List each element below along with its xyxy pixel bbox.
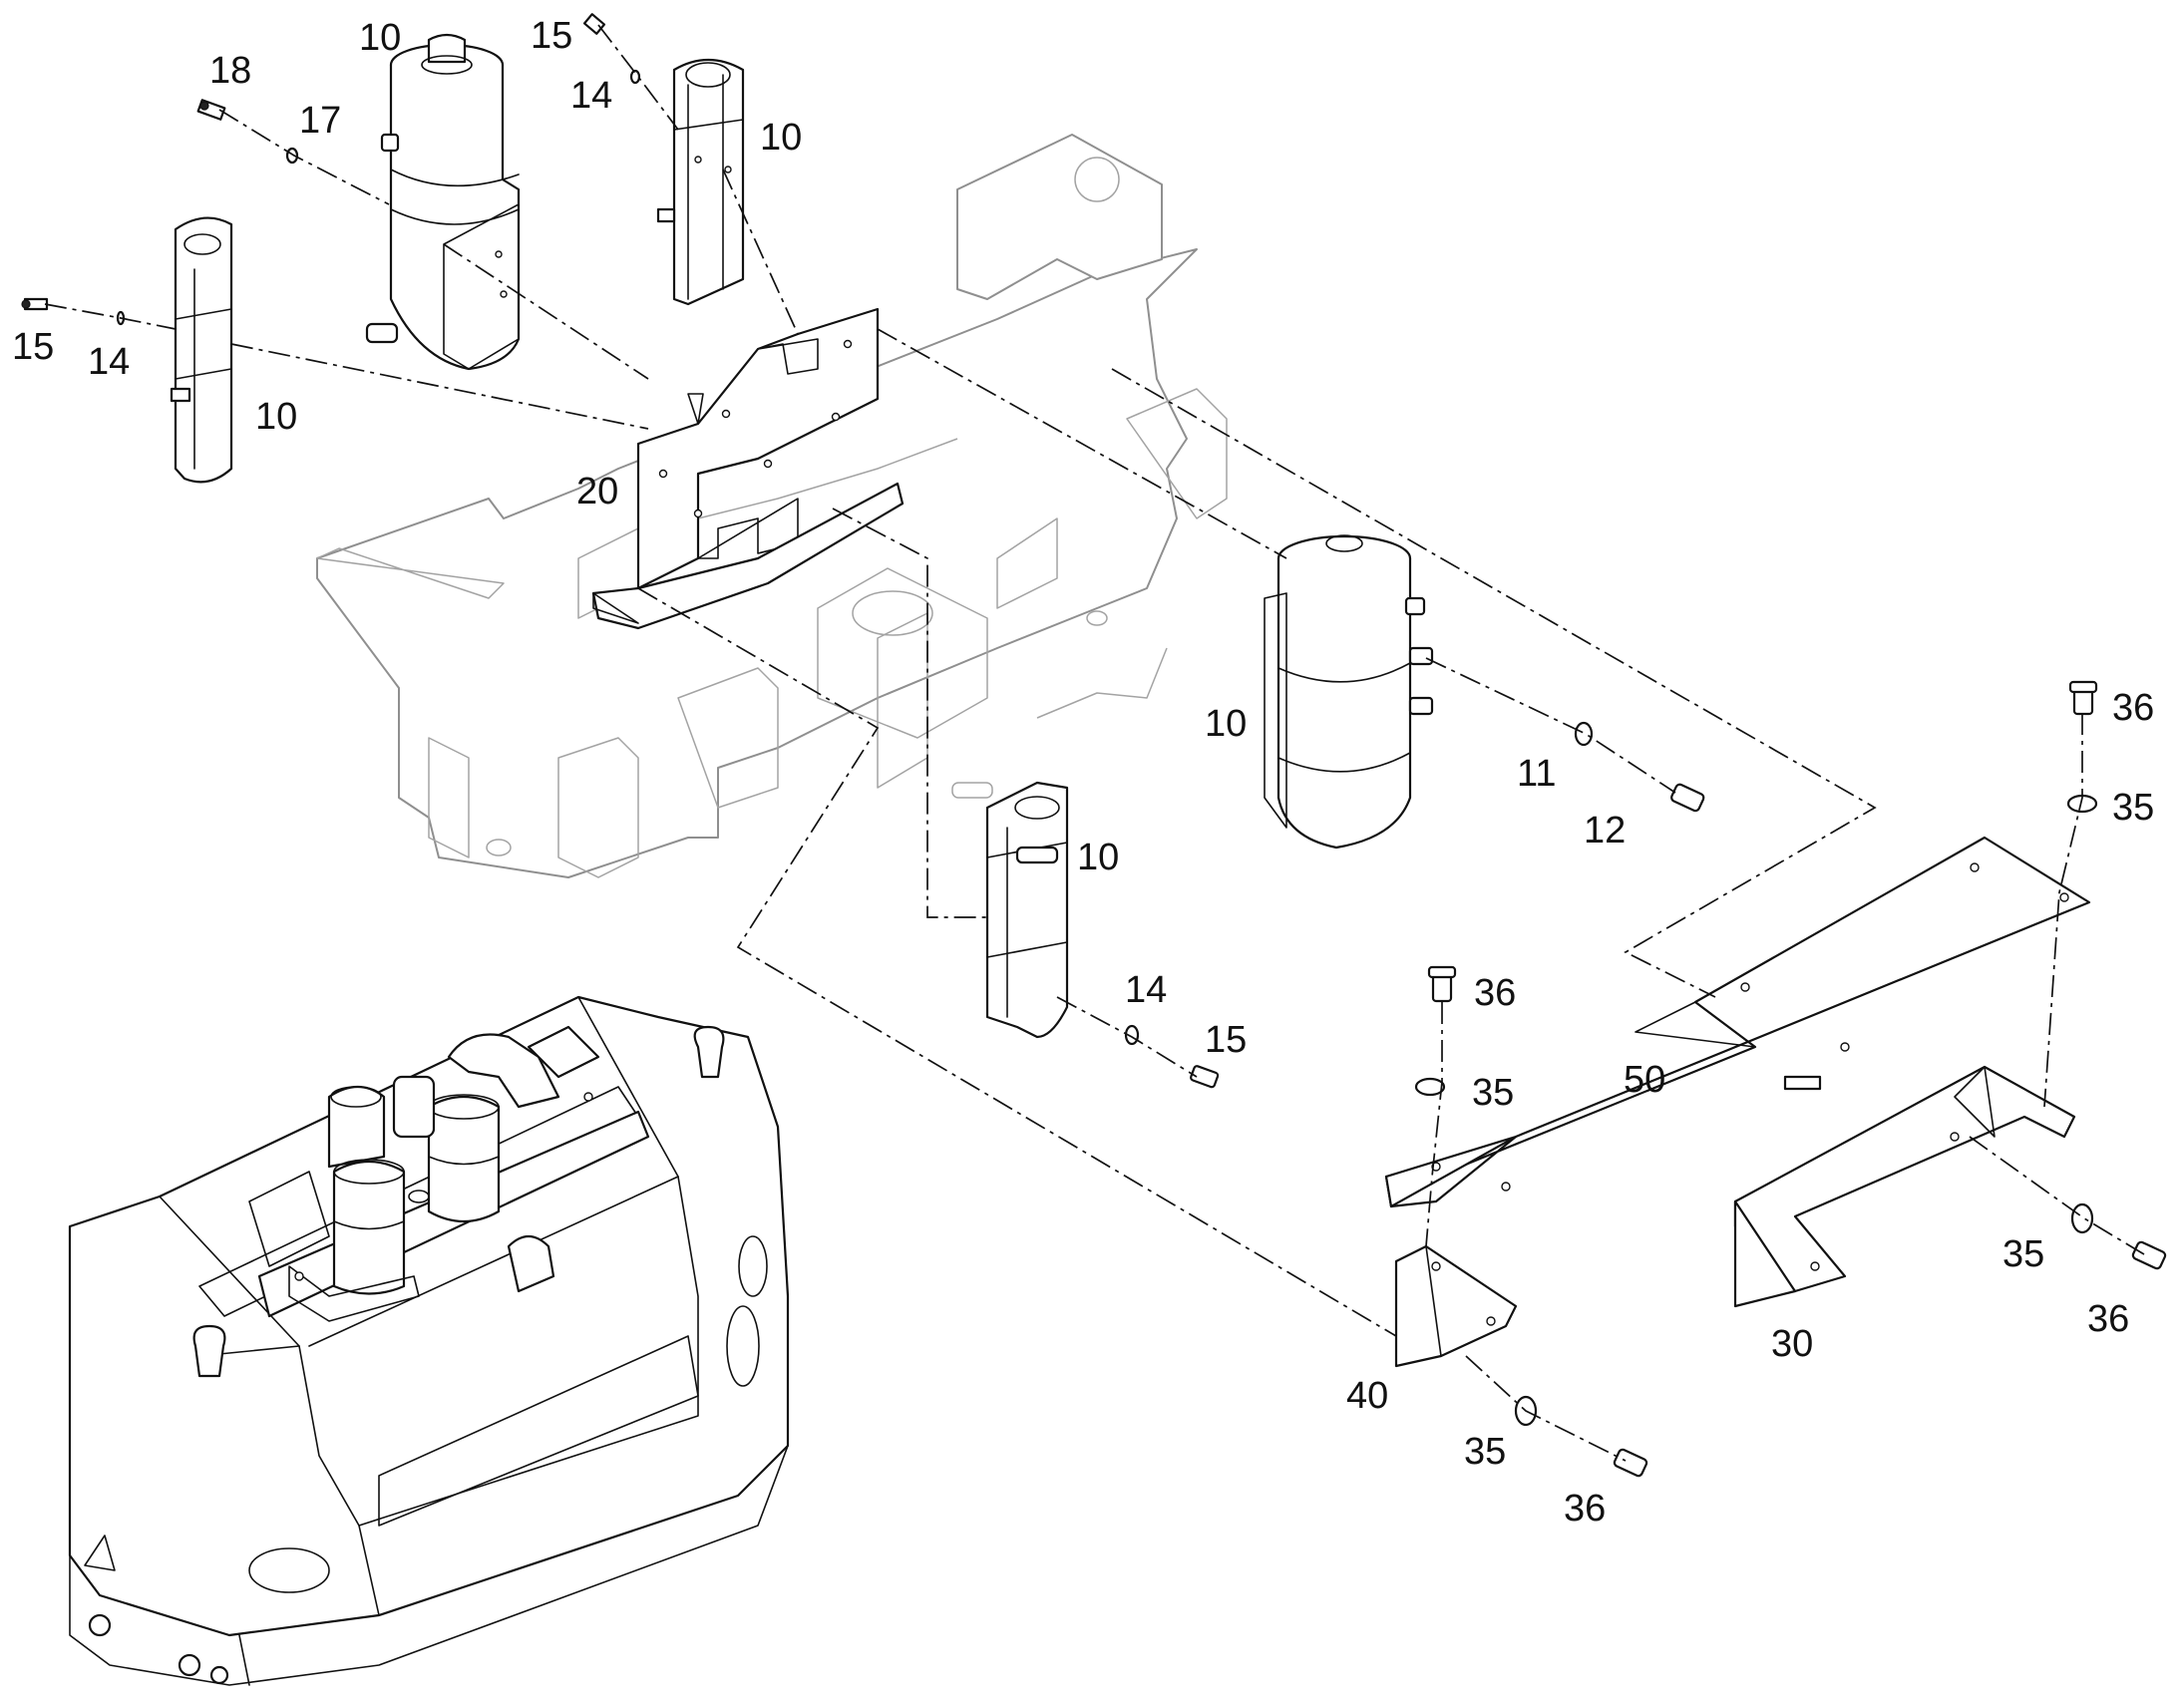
tank-10-right — [1264, 534, 1434, 850]
bolt-36-right — [2131, 1240, 2167, 1270]
callout-labels: 10 15 18 17 14 10 15 14 10 20 10 11 12 3… — [12, 15, 2154, 1530]
bracket-40 — [1394, 1244, 1518, 1368]
callout-label: 20 — [576, 471, 618, 512]
callout-label: 36 — [2087, 1298, 2129, 1340]
bolt-36-bottom — [1613, 1448, 1648, 1478]
washer-35-right — [2070, 1202, 2094, 1234]
callout-label: 35 — [2112, 787, 2154, 829]
mounting-plate-20 — [591, 307, 905, 630]
bolt-36-mid — [1427, 965, 1457, 1003]
callout-label: 12 — [1584, 810, 1626, 852]
fasteners — [21, 13, 2167, 1478]
bolt-36-top-right — [2068, 680, 2098, 716]
bottle-holder-10-center — [985, 781, 1069, 1039]
callout-label: 35 — [1472, 1072, 1514, 1114]
callout-label: 14 — [1125, 969, 1167, 1011]
callout-label: 14 — [88, 341, 130, 383]
callout-label: 50 — [1624, 1059, 1665, 1101]
assembled-view — [68, 995, 790, 1686]
callout-label: 15 — [12, 326, 54, 368]
plate-50 — [1384, 836, 2091, 1208]
callout-label: 15 — [1205, 1019, 1247, 1061]
bottle-holder-10-left — [170, 216, 233, 484]
bolt-18 — [196, 99, 226, 121]
callout-label: 35 — [2002, 1233, 2044, 1275]
washer-35-mid — [1414, 1077, 1446, 1097]
callout-label: 10 — [1077, 837, 1119, 878]
bolt-15-left — [21, 297, 49, 311]
filter-canister-10-top — [365, 33, 521, 371]
bolt-15-top — [582, 13, 606, 35]
washer-11 — [1574, 721, 1594, 747]
callout-label: 14 — [570, 75, 612, 117]
holder-bracket-10-top — [656, 59, 745, 306]
callout-label: 10 — [255, 396, 297, 438]
callout-label: 36 — [2112, 687, 2154, 729]
bolt-12 — [1670, 783, 1705, 813]
callout-label: 18 — [209, 50, 251, 92]
callout-label: 11 — [1517, 753, 1556, 795]
washer-14-top — [629, 69, 641, 85]
assembly-lines — [44, 24, 2145, 1462]
callout-label: 36 — [1474, 972, 1516, 1014]
callout-label: 10 — [1205, 703, 1247, 745]
callout-label: 35 — [1464, 1431, 1506, 1473]
callout-label: 10 — [359, 17, 401, 59]
callout-label: 17 — [299, 100, 341, 142]
callout-label: 40 — [1346, 1375, 1388, 1417]
callout-label: 30 — [1771, 1323, 1813, 1365]
bracket-30 — [1733, 1065, 2076, 1308]
bolt-15-center — [1190, 1065, 1220, 1089]
callout-label: 15 — [531, 15, 572, 57]
callout-label: 10 — [760, 117, 802, 159]
callout-label: 36 — [1564, 1488, 1606, 1530]
